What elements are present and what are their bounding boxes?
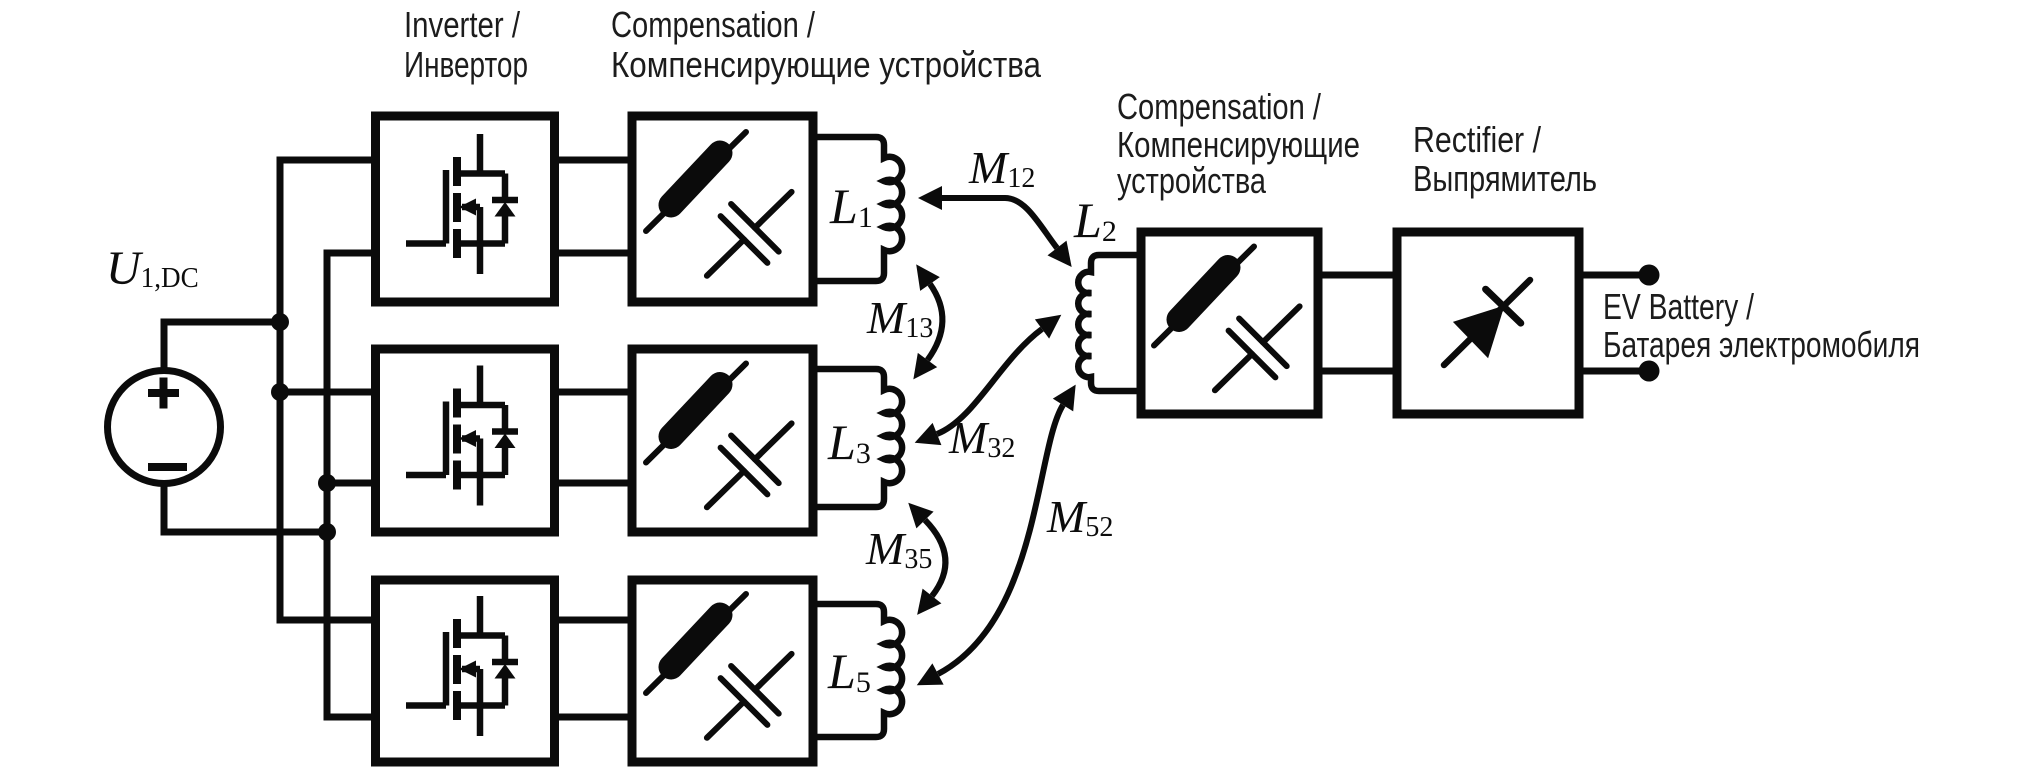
svg-text:EV Battery /: EV Battery /	[1603, 286, 1754, 327]
svg-text:M13: M13	[866, 292, 933, 344]
svg-text:устройства: устройства	[1117, 160, 1267, 201]
svg-text:Выпрямитель: Выпрямитель	[1413, 158, 1597, 199]
svg-text:M52: M52	[1046, 491, 1113, 543]
svg-text:Компенсирующие: Компенсирующие	[1117, 124, 1360, 165]
svg-text:Компенсирующие устройства: Компенсирующие устройства	[611, 44, 1042, 85]
svg-text:Compensation /: Compensation /	[1117, 86, 1321, 127]
svg-text:Инвертор: Инвертор	[404, 44, 528, 85]
svg-text:L5: L5	[827, 643, 871, 699]
svg-text:Rectifier /: Rectifier /	[1413, 119, 1541, 160]
svg-text:Compensation /: Compensation /	[611, 4, 815, 45]
svg-text:Батарея электромобиля: Батарея электромобиля	[1603, 324, 1920, 365]
svg-text:Inverter /: Inverter /	[404, 4, 520, 45]
